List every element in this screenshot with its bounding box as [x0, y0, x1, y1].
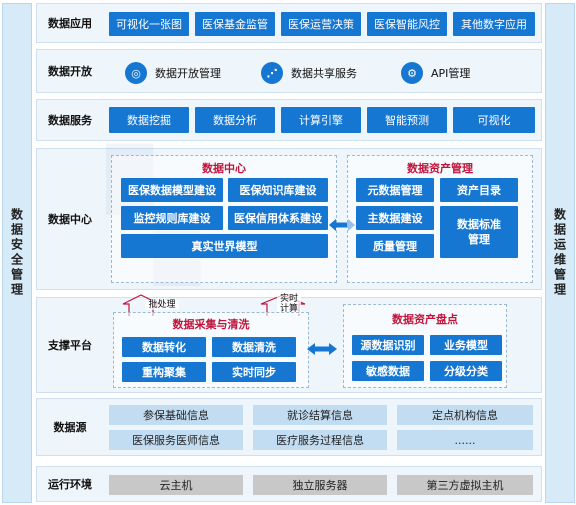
data-center-item[interactable]: 医保数据模型建设: [121, 178, 223, 202]
realtime-arrow-label: 实时: [277, 294, 301, 304]
app-item[interactable]: 其他数字应用: [453, 12, 535, 36]
asset-inventory-box: 数据资产盘点 源数据识别 业务模型 敏感数据 分级分类: [343, 304, 507, 388]
collect-item[interactable]: 数据清洗: [212, 337, 296, 357]
inventory-item[interactable]: 分级分类: [430, 361, 502, 381]
app-item[interactable]: 医保智能风控: [367, 12, 447, 36]
data-center-item[interactable]: 医保知识库建设: [228, 178, 328, 202]
data-center-item[interactable]: 监控规则库建设: [121, 206, 223, 230]
layer-title: 运行环境: [48, 478, 92, 491]
open-item[interactable]: ◎ 数据开放管理: [125, 58, 221, 88]
layer-title: 数据服务: [48, 114, 92, 127]
service-item[interactable]: 数据挖掘: [109, 107, 189, 133]
collect-item[interactable]: 数据转化: [122, 337, 206, 357]
layer-data-source: 数据源 参保基础信息 就诊结算信息 定点机构信息 医保服务医师信息 医疗服务过程…: [36, 398, 542, 456]
asset-mgmt-item[interactable]: 主数据建设: [356, 206, 434, 230]
layer-runtime-env: 运行环境 云主机 独立服务器 第三方虚拟主机: [36, 466, 542, 502]
open-item[interactable]: ⚙ API管理: [401, 58, 470, 88]
service-item[interactable]: 智能预测: [367, 107, 447, 133]
security-management-column: 数据安全管理: [2, 3, 32, 503]
data-center-box-title: 数据中心: [202, 162, 246, 175]
layer-data-service: 数据服务 数据挖掘 数据分析 计算引擎 智能预测 可视化: [36, 99, 542, 141]
layer-title: 支撑平台: [48, 339, 92, 352]
inventory-item[interactable]: 敏感数据: [352, 361, 424, 381]
service-item[interactable]: 计算引擎: [281, 107, 361, 133]
source-item: 就诊结算信息: [253, 405, 387, 425]
source-item: 定点机构信息: [397, 405, 533, 425]
env-item: 第三方虚拟主机: [397, 475, 533, 495]
source-item: 医疗服务过程信息: [253, 430, 387, 450]
collect-item[interactable]: 重构聚集: [122, 362, 206, 382]
layer-title: 数据开放: [48, 65, 92, 78]
layer-data-application: 数据应用 可视化一张图 医保基金监管 医保运营决策 医保智能风控 其他数字应用: [36, 3, 542, 43]
asset-mgmt-item[interactable]: 质量管理: [356, 234, 434, 258]
app-item[interactable]: 医保基金监管: [195, 12, 275, 36]
api-icon: ⚙: [401, 62, 423, 84]
service-item[interactable]: 数据分析: [195, 107, 275, 133]
layer-data-center: ▚ 数据中心 数据中心 医保数据模型建设 医保知识库建设 监控规则库建设 医保信…: [36, 148, 542, 290]
collect-clean-box-title: 数据采集与清洗: [172, 318, 250, 331]
asset-inventory-box-title: 数据资产盘点: [392, 313, 458, 326]
open-item[interactable]: ⋰ 数据共享服务: [261, 58, 357, 88]
layer-data-open: 数据开放 ◎ 数据开放管理 ⋰ 数据共享服务 ⚙ API管理: [36, 49, 542, 93]
asset-management-box-title: 数据资产管理: [407, 162, 473, 175]
asset-mgmt-item[interactable]: 元数据管理: [356, 178, 434, 202]
source-item: ......: [397, 430, 533, 450]
open-data-icon: ◎: [125, 62, 147, 84]
layer-support-platform: 支撑平台 批处理 实时 计算 数据采集与清洗 数据转化 数据清洗 重构聚集 实时…: [36, 294, 542, 393]
collect-item[interactable]: 实时同步: [212, 362, 296, 382]
open-item-label: 数据开放管理: [155, 67, 221, 80]
data-center-item[interactable]: 医保信用体系建设: [228, 206, 328, 230]
layer-title: 数据中心: [48, 213, 92, 226]
inventory-item[interactable]: 业务模型: [430, 335, 502, 355]
collect-clean-box: 数据采集与清洗 数据转化 数据清洗 重构聚集 实时同步: [113, 312, 309, 388]
share-icon: ⋰: [261, 62, 283, 84]
env-item: 云主机: [109, 475, 243, 495]
ops-management-column: 数据运维管理: [545, 3, 575, 503]
env-item: 独立服务器: [253, 475, 387, 495]
data-center-box: 数据中心 医保数据模型建设 医保知识库建设 监控规则库建设 医保信用体系建设 真…: [111, 155, 337, 283]
layer-title: 数据应用: [48, 17, 92, 30]
bidirectional-arrow-icon: [307, 343, 337, 355]
ops-management-label: 数据运维管理: [552, 208, 567, 298]
source-item: 医保服务医师信息: [109, 430, 243, 450]
open-item-label: 数据共享服务: [291, 67, 357, 80]
security-management-label: 数据安全管理: [9, 208, 24, 298]
asset-management-box: 数据资产管理 元数据管理 资产目录 主数据建设 数据标准管理 质量管理: [347, 155, 533, 283]
batch-arrow-label: 批处理: [145, 300, 179, 310]
service-item[interactable]: 可视化: [453, 107, 535, 133]
inventory-item[interactable]: 源数据识别: [352, 335, 424, 355]
app-item[interactable]: 医保运营决策: [281, 12, 361, 36]
realtime-arrow-label: 计算: [277, 304, 301, 314]
asset-mgmt-item[interactable]: 数据标准管理: [440, 206, 518, 258]
layer-title: 数据源: [53, 421, 87, 434]
asset-mgmt-item[interactable]: 资产目录: [440, 178, 518, 202]
app-item[interactable]: 可视化一张图: [109, 12, 189, 36]
source-item: 参保基础信息: [109, 405, 243, 425]
open-item-label: API管理: [431, 67, 471, 80]
data-center-item[interactable]: 真实世界模型: [121, 234, 328, 258]
